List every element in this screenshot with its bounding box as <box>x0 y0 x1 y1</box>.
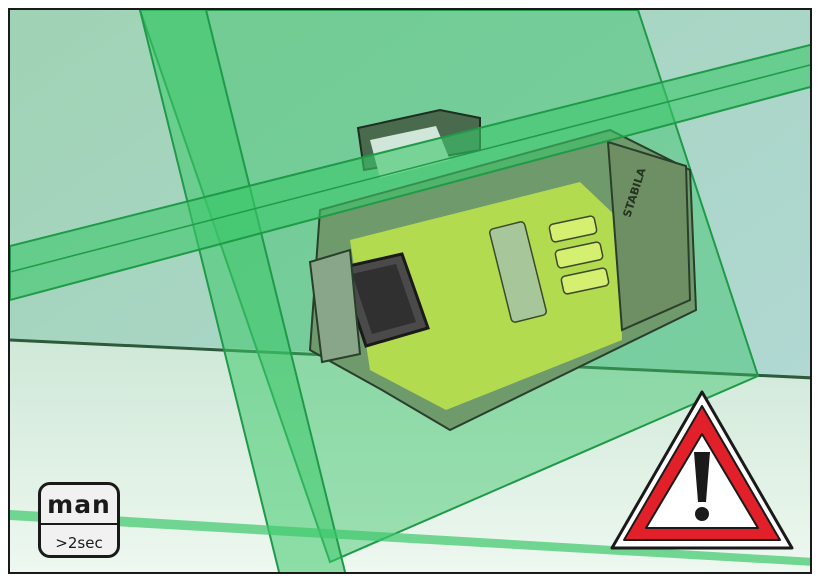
duration-label: >2sec <box>41 533 117 553</box>
manual-mode-button-icon: man >2sec <box>38 482 120 558</box>
exclamation-dot <box>695 507 709 521</box>
mode-label: man <box>41 491 117 519</box>
warning-triangle-icon <box>606 386 798 556</box>
device-side-panel <box>608 142 690 330</box>
badge-divider <box>41 523 117 525</box>
illustration-frame: STABILA man >2sec <box>8 8 812 574</box>
